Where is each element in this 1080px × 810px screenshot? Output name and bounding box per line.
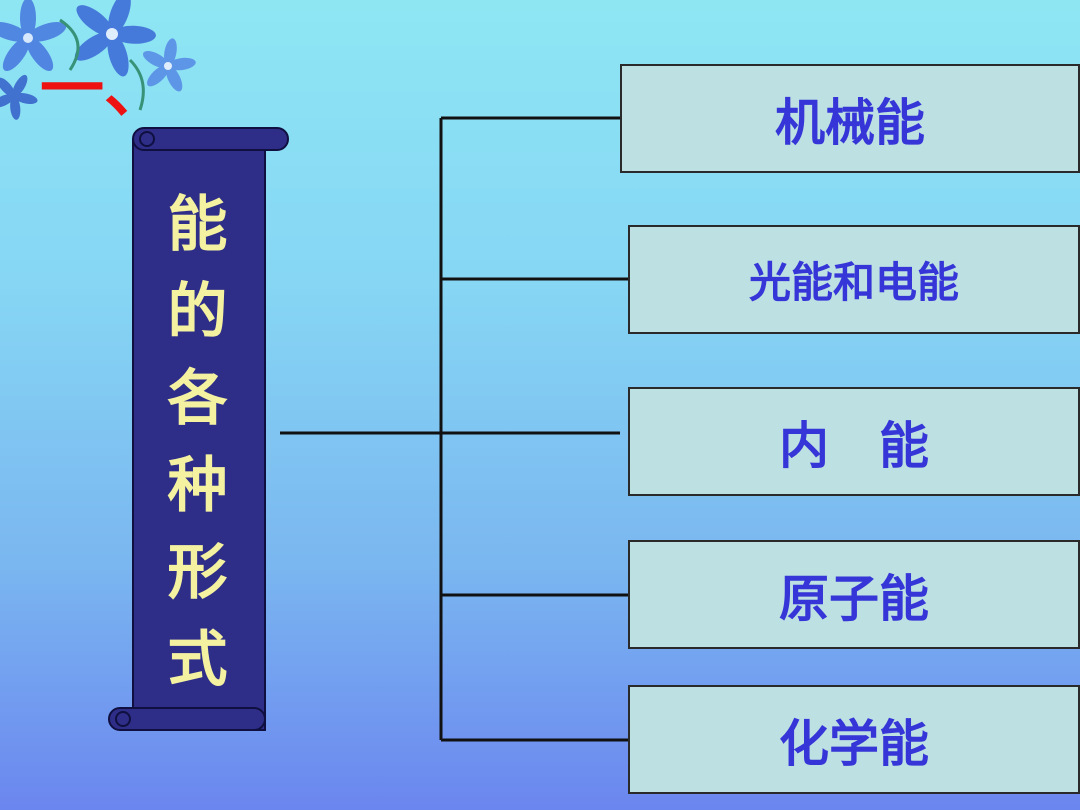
blue-flower-icon [0,0,196,120]
title-char: 各 [167,364,228,434]
title-char: 能 [167,190,228,260]
scroll-title: 能 的 各 种 形 式 [135,182,260,704]
title-char: 的 [167,277,228,347]
energy-form-mechanical: 机械能 [620,64,1080,173]
section-number: 一、 [40,53,168,127]
title-char: 式 [167,625,228,695]
title-scroll-banner [108,127,289,731]
energy-form-chemical: 化学能 [628,685,1080,794]
title-char: 种 [167,451,228,521]
title-char: 形 [167,538,228,608]
energy-form-nuclear: 原子能 [628,540,1080,649]
energy-form-internal: 内 能 [628,387,1080,496]
energy-form-light-electric: 光能和电能 [628,225,1080,334]
